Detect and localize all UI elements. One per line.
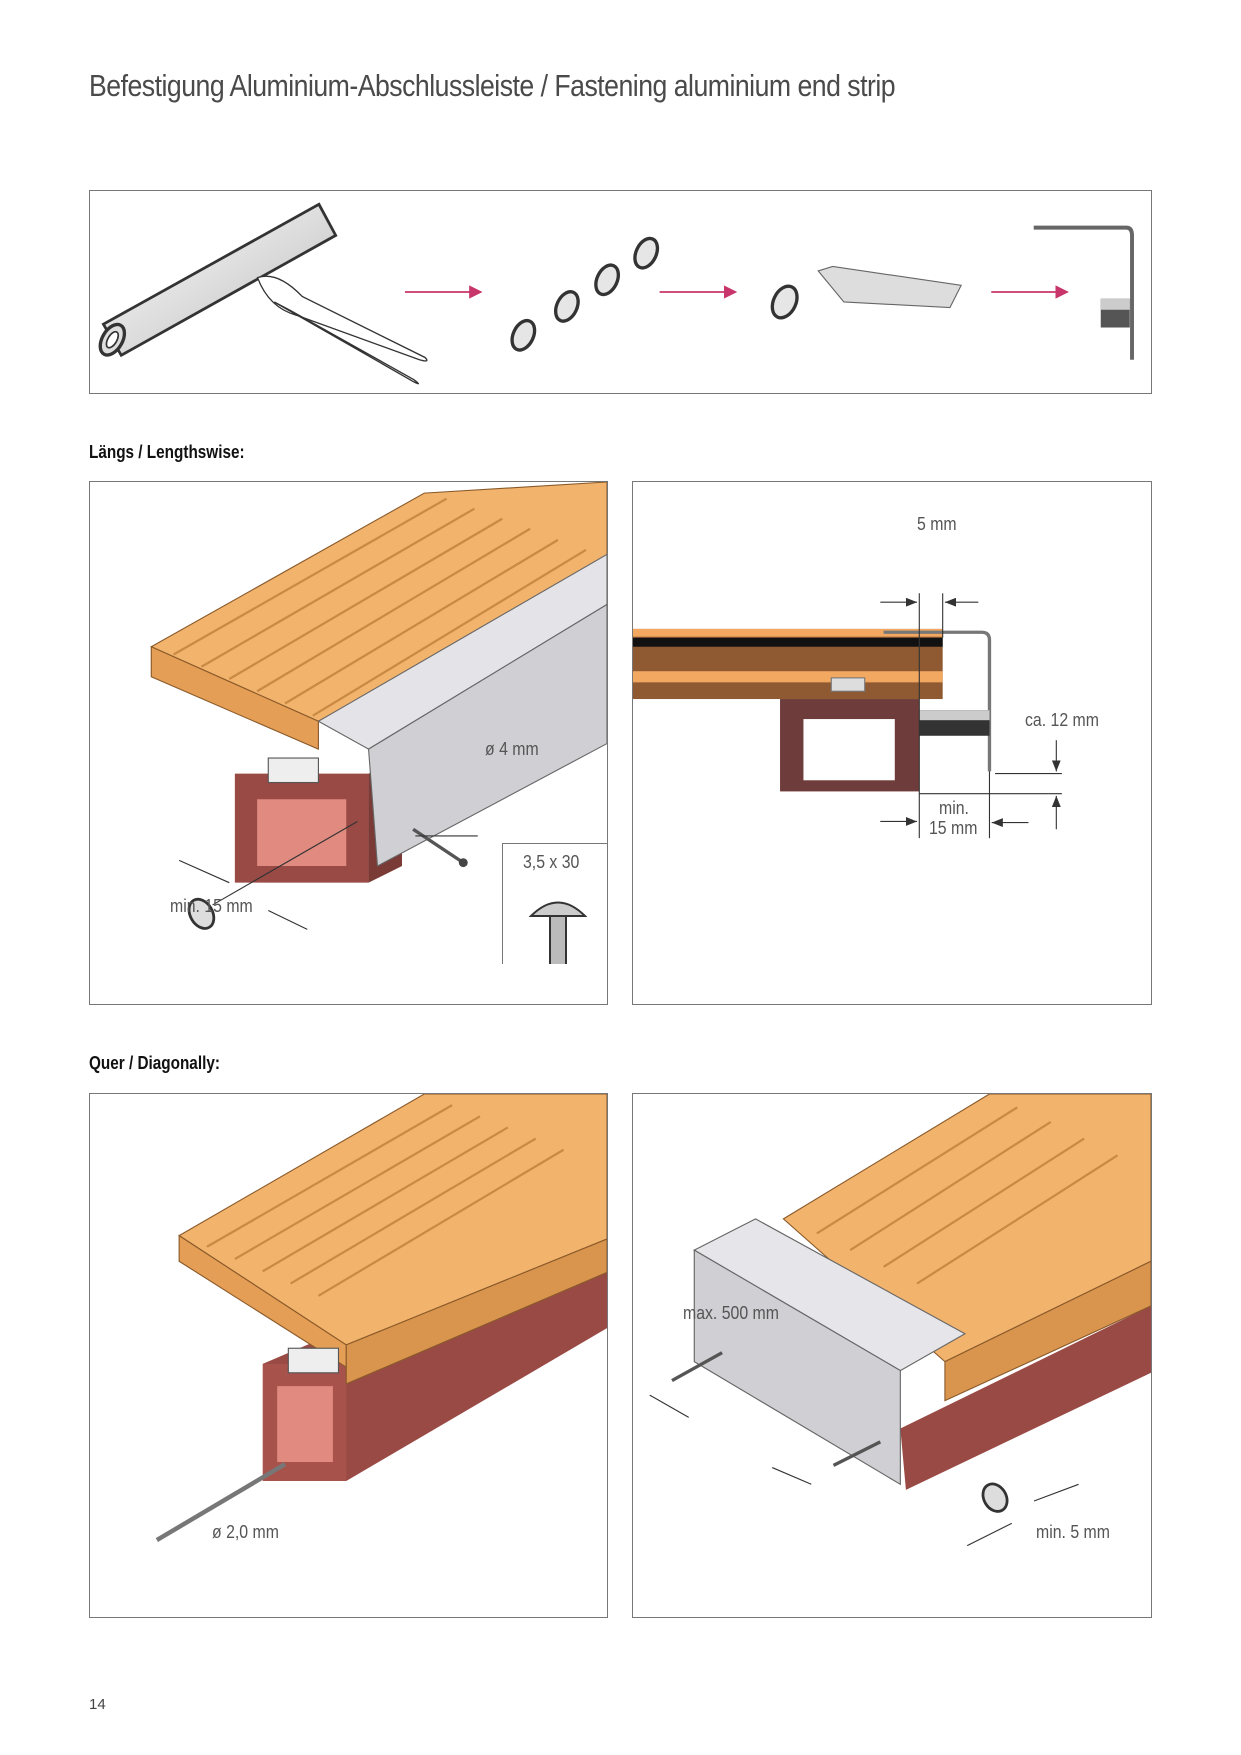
- diagonal-endstrip-panel: max. 500 mm min. 5 mm: [632, 1093, 1152, 1618]
- steps-illustration: [98, 202, 1134, 385]
- pliers-icon: [256, 275, 428, 385]
- lengthwise-perspective-panel: ø 4 mm min. 15 mm 3,5 x 30: [89, 481, 608, 1005]
- spacer-min-label: min. 15 mm: [170, 896, 253, 916]
- page-number: 14: [89, 1696, 106, 1713]
- page-title: Befestigung Aluminium-Abschlussleiste / …: [89, 68, 896, 103]
- spacer-ring-icon: [981, 1482, 1009, 1513]
- diagonal-drill-illustration: [155, 1094, 607, 1542]
- clip-icon: [267, 757, 319, 784]
- spacer-min-label: min. 5 mm: [1036, 1522, 1110, 1542]
- overhang-label: ca. 12 mm: [1025, 710, 1099, 730]
- screw-size-label: 3,5 x 30: [523, 852, 580, 872]
- ring-and-glue-icon: [770, 265, 962, 320]
- section-heading-lengthwise: Längs / Lengthswise:: [89, 442, 245, 462]
- aluminium-tube-icon: [98, 202, 338, 358]
- spacer-ring-icon: [187, 897, 216, 930]
- max-spacing-label: max. 500 mm: [683, 1303, 779, 1323]
- screw-head-icon: [528, 901, 588, 964]
- cut-rings-icon: [510, 236, 660, 352]
- screw-icon: [671, 1351, 882, 1467]
- clip-icon: [287, 1347, 340, 1374]
- gap-label: 5 mm: [917, 514, 957, 534]
- steps-panel: [89, 190, 1152, 394]
- lengthwise-section-panel: 5 mm ca. 12 mm min. 15 mm: [632, 481, 1152, 1005]
- drill-diameter-label: ø 4 mm: [485, 739, 539, 759]
- diagonal-endstrip-illustration: [649, 1094, 1151, 1547]
- section-heading-diagonal: Quer / Diagonally:: [89, 1053, 220, 1073]
- lengthwise-perspective-illustration: [150, 482, 607, 930]
- min-distance-label: 15 mm: [929, 818, 978, 838]
- diagonal-drill-panel: ø 2,0 mm: [89, 1093, 608, 1618]
- screw-size-inset: 3,5 x 30: [502, 843, 607, 964]
- lengthwise-section-illustration: [633, 593, 1062, 839]
- drill-diameter-label: ø 2,0 mm: [212, 1522, 279, 1542]
- screw-icon: [412, 827, 468, 868]
- min-label: min.: [939, 798, 969, 818]
- end-strip-profile-icon: [1033, 225, 1134, 360]
- drill-bit-icon: [155, 1462, 287, 1542]
